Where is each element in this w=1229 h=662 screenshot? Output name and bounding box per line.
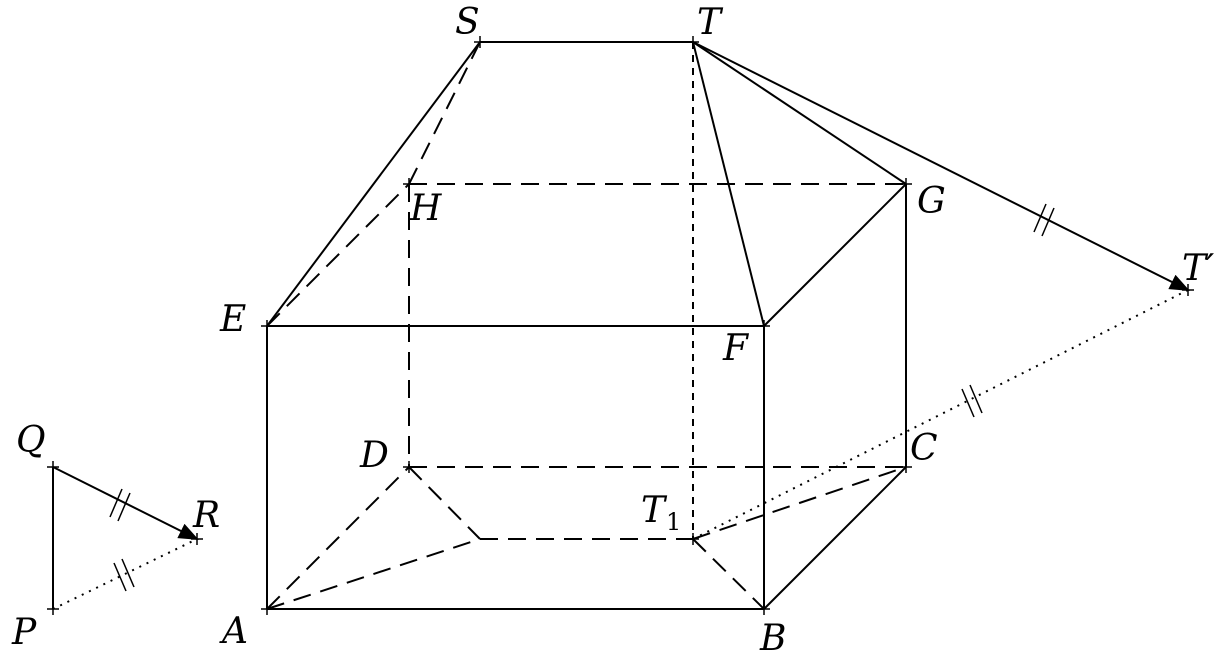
label-T1: T1 xyxy=(641,490,681,536)
mark-A xyxy=(261,603,273,615)
mark-Q xyxy=(47,461,59,473)
label-T: T xyxy=(697,2,724,43)
edge-T1-C xyxy=(692,466,907,540)
label-Q: Q xyxy=(16,420,46,461)
label-T1-base: T xyxy=(641,490,668,531)
edge-ES xyxy=(266,41,481,327)
point-labels: S T H G T′ E F D C T1 A B Q R P xyxy=(11,2,1214,659)
label-T1-subscript: 1 xyxy=(666,508,681,536)
edge-A-S1 xyxy=(266,538,481,610)
mark-E xyxy=(261,320,273,332)
line-P-R xyxy=(52,538,198,610)
mark-Tprime xyxy=(1182,284,1194,296)
equal-mark-PR xyxy=(113,558,135,592)
label-D: D xyxy=(359,435,389,476)
label-R: R xyxy=(192,495,220,536)
dashed-edges xyxy=(266,41,907,610)
label-G: G xyxy=(917,181,946,222)
edge-TG xyxy=(692,41,907,185)
vector-TTprime xyxy=(692,41,1190,291)
edge-BC xyxy=(763,466,907,610)
mark-T xyxy=(687,36,699,48)
edge-AD xyxy=(266,466,410,610)
edge-D-S1 xyxy=(408,466,481,540)
mark-T1 xyxy=(687,533,699,545)
equal-mark-QR xyxy=(109,488,131,522)
label-F: F xyxy=(722,328,750,369)
label-C: C xyxy=(910,428,938,469)
mark-P xyxy=(47,603,59,615)
label-S: S xyxy=(455,2,480,43)
equal-mark-T1Tprime xyxy=(961,384,983,418)
equal-mark-TTprime xyxy=(1033,203,1055,237)
dotted-lines xyxy=(52,289,1189,610)
label-A: A xyxy=(219,611,248,652)
edge-EH xyxy=(266,183,410,327)
mark-S xyxy=(474,36,486,48)
equal-length-marks xyxy=(109,203,1055,592)
mark-R xyxy=(191,533,203,545)
mark-G xyxy=(900,178,912,190)
label-Tprime: T′ xyxy=(1182,248,1214,289)
edge-HS xyxy=(408,41,481,185)
mark-D xyxy=(403,461,415,473)
label-P: P xyxy=(11,612,37,653)
line-T1-Tprime xyxy=(692,289,1189,540)
label-H: H xyxy=(409,188,442,229)
mark-F xyxy=(758,320,770,332)
label-E: E xyxy=(219,299,246,340)
mark-B xyxy=(758,603,770,615)
mark-C xyxy=(900,461,912,473)
mark-H xyxy=(403,178,415,190)
edge-T1-B xyxy=(692,538,765,610)
label-B: B xyxy=(759,618,786,659)
point-marks xyxy=(47,36,1194,615)
edge-FG xyxy=(763,183,907,327)
